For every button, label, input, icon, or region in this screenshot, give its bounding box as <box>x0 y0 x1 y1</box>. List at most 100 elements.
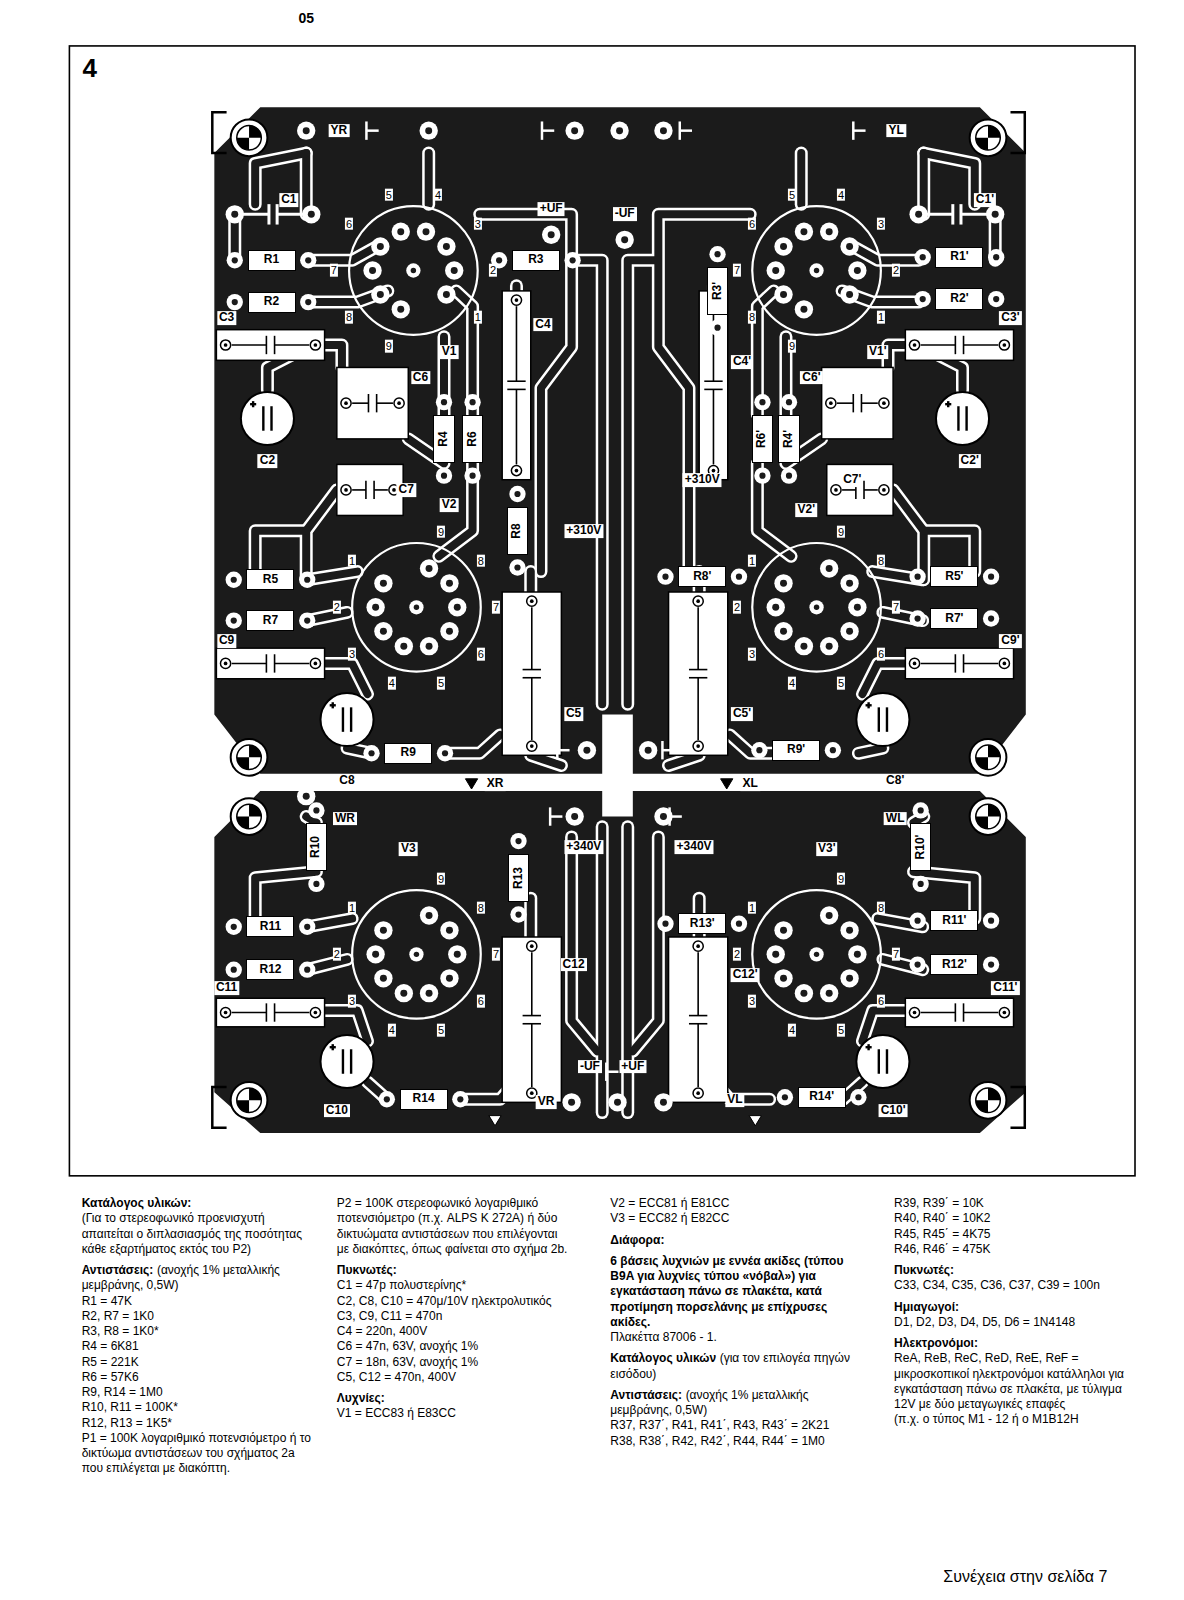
part-label: C1 <box>279 193 298 207</box>
capacitor-symbol <box>266 654 268 672</box>
mounting-hole-ring <box>976 126 1000 150</box>
drill-hole <box>914 574 920 580</box>
solder-pad <box>308 802 324 818</box>
drill-hole <box>380 927 387 934</box>
drill-hole <box>313 807 319 813</box>
drill-hole <box>414 605 419 610</box>
solder-pad <box>767 598 785 616</box>
mounting-hole-quadrant <box>988 804 1000 816</box>
drill-hole <box>736 574 742 580</box>
solder-pad <box>781 394 797 410</box>
pin-number: 5 <box>437 1024 445 1037</box>
drill-hole <box>918 807 924 813</box>
part-label: R9 <box>401 747 416 760</box>
part-label: +340V <box>564 840 603 854</box>
list-text: R4 = 6K81 <box>82 1339 139 1353</box>
solder-pad <box>565 807 583 825</box>
pin-number: 5 <box>437 677 445 690</box>
solder-pad <box>226 919 242 935</box>
drill-hole <box>442 750 448 756</box>
part-label: C12' <box>731 968 760 982</box>
drill-hole <box>826 643 833 650</box>
trace <box>527 572 535 592</box>
lead-hole-center <box>224 343 228 347</box>
drill-hole <box>469 473 475 479</box>
pin-number: 8 <box>877 901 885 914</box>
solder-pad <box>417 222 435 240</box>
pin-number: 7 <box>733 264 741 277</box>
trace <box>255 872 316 919</box>
capacitor-symbol <box>266 336 268 354</box>
parts-list-column: R39, R39΄ = 10KR40, R40΄ = 10K2R45, R45΄… <box>894 1196 1131 1427</box>
part-label: -UF <box>578 1060 602 1074</box>
drill-hole <box>380 580 387 587</box>
list-heading: Αντιστάσεις: <box>82 1263 154 1277</box>
capacitor-symbol <box>516 389 518 464</box>
drill-hole <box>514 564 520 570</box>
part-label: R5 <box>263 573 278 586</box>
corner-bracket <box>212 1087 226 1128</box>
list-text: R45, R45΄ = 4K75 <box>894 1227 990 1241</box>
capacitor-symbol <box>964 1012 999 1014</box>
trace-outline <box>524 898 537 937</box>
part-label: C7' <box>841 473 863 487</box>
capacitor-symbol <box>531 607 533 669</box>
tube-socket-outline <box>752 543 881 672</box>
mounting-hole <box>231 798 268 835</box>
lead-hole-center <box>696 1091 700 1095</box>
solder-pad <box>615 231 633 249</box>
pin-number: 7 <box>492 601 500 614</box>
part-label: C9 <box>217 634 236 648</box>
parts-list-entry: Λυχνίες: <box>337 1391 570 1406</box>
list-heading: Πυκνωτές: <box>894 1263 954 1277</box>
solder-pad <box>754 467 770 483</box>
capacitor-body <box>827 464 893 515</box>
mounting-hole-quadrant <box>976 138 988 150</box>
drill-hole <box>451 267 458 274</box>
drill-hole <box>621 236 628 243</box>
parts-list-entry: V2 = ECC81 ή E81CC <box>610 1196 855 1211</box>
mounting-hole-quadrant <box>976 1100 988 1112</box>
drill-hole <box>920 254 926 260</box>
part-label: R8 <box>511 523 524 538</box>
electrolytic-symbol <box>270 406 272 430</box>
pin-number: 8 <box>748 311 756 324</box>
solder-pad <box>795 984 813 1002</box>
solder-pad <box>657 916 673 932</box>
solder-pad <box>795 637 813 655</box>
part-label: R5' <box>945 570 963 583</box>
capacitor-symbol <box>963 1003 965 1021</box>
part-label: XR <box>485 777 506 791</box>
solder-pad <box>440 574 458 592</box>
capacitor-symbol <box>232 1012 267 1014</box>
mounting-hole-quadrant <box>976 817 988 829</box>
parts-list-entry: R40, R40΄ = 10K2 <box>894 1211 1131 1226</box>
solder-pad <box>300 294 316 310</box>
solder-pad <box>226 612 242 628</box>
corner-bracket <box>1010 112 1024 153</box>
parts-list-entry: Πλακέττα 87006 - 1. <box>610 1330 855 1345</box>
lead-hole <box>693 596 703 606</box>
solder-pad <box>374 969 392 987</box>
drill-hole <box>232 257 238 263</box>
capacitor-symbol <box>531 678 533 740</box>
parts-list-entry: C7 = 18n, 63V, ανοχής 1% <box>337 1355 570 1370</box>
pin-number: 3 <box>877 217 885 230</box>
pin-number: 2 <box>489 264 497 277</box>
part-label: R14' <box>809 1091 834 1104</box>
capacitor-body <box>905 648 1013 679</box>
mounting-hole <box>970 739 1007 776</box>
capacitor-symbol <box>861 394 863 412</box>
mounting-hole-quadrant <box>988 1088 1000 1100</box>
mounting-hole-quadrant <box>237 757 249 769</box>
electrolytic-body <box>320 1035 373 1088</box>
pin-number: 6 <box>877 995 885 1008</box>
list-text: P1 = 100K λογαριθμικό ποτενσιόμετρο ή το… <box>82 1431 311 1475</box>
solder-pad <box>440 969 458 987</box>
list-text: (Για το στερεοφωνικό προενισχυτή απαιτεί… <box>82 1211 302 1255</box>
parts-list-entry: R10, R11 = 100K* <box>82 1400 319 1415</box>
ground-symbol <box>680 129 692 132</box>
part-label: R10' <box>914 835 927 860</box>
solder-pad <box>297 121 315 139</box>
drill-hole <box>304 967 310 973</box>
